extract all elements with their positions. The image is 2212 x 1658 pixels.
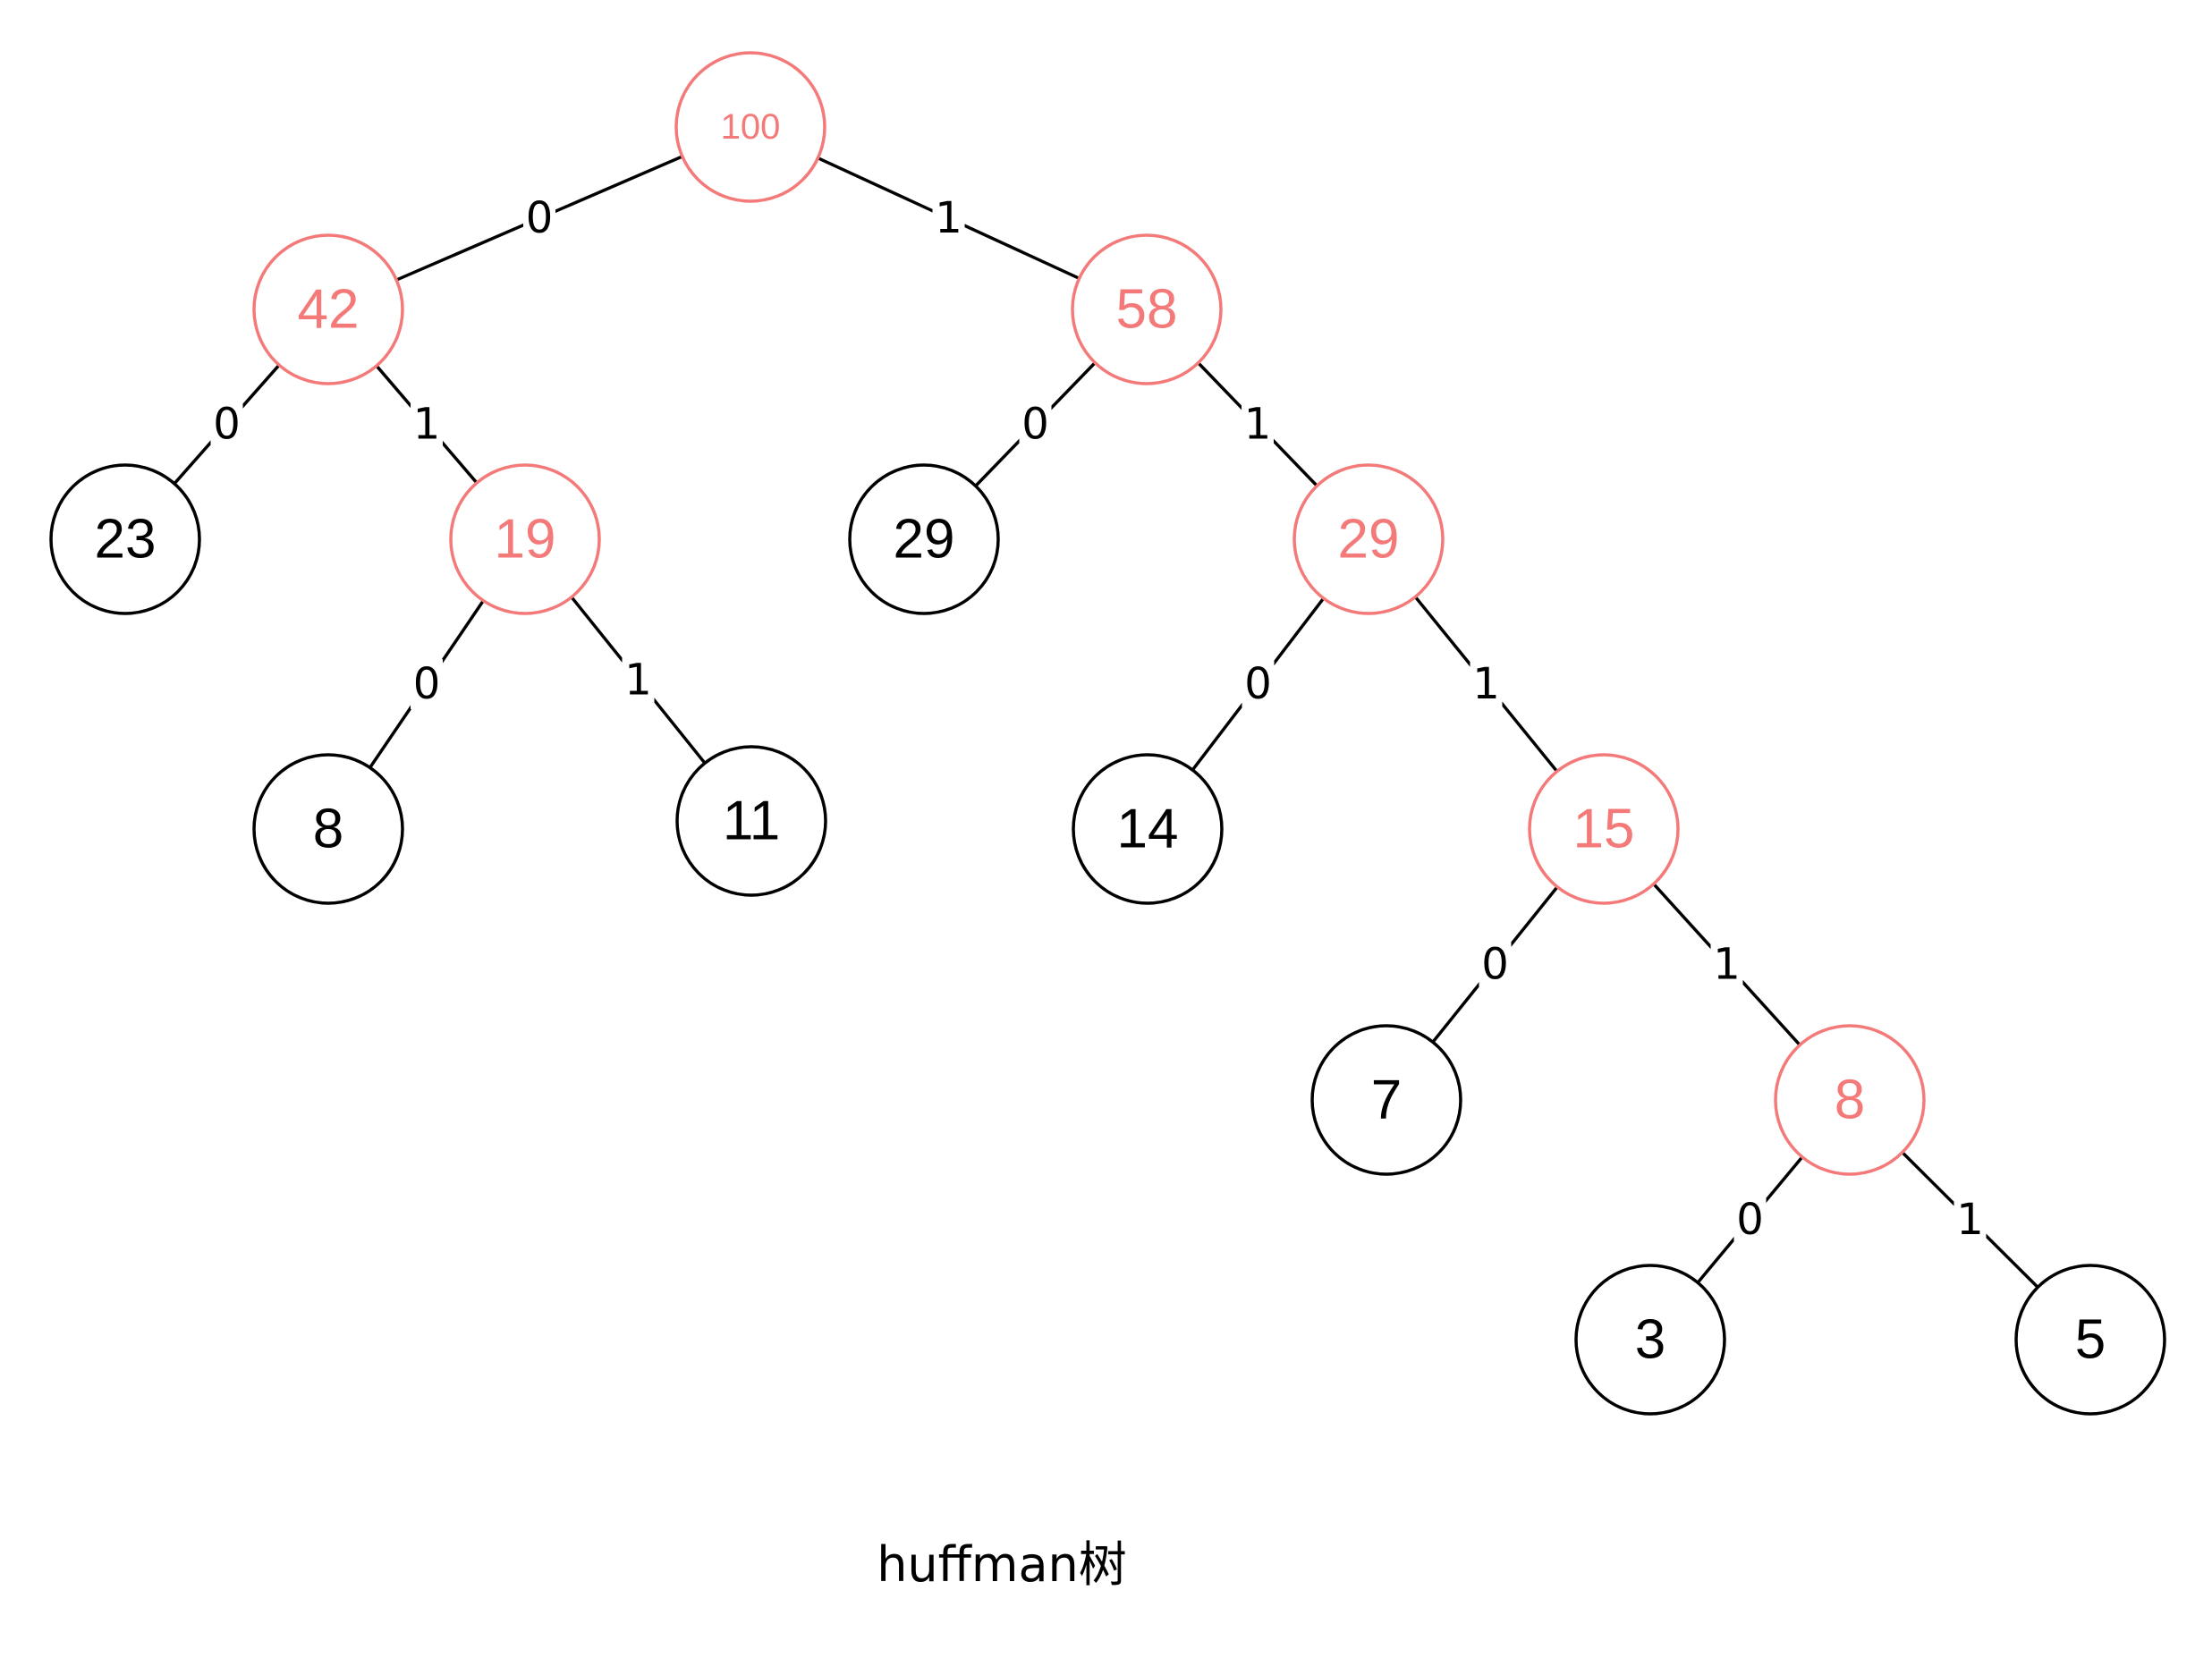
edge-layer: 0 1 0 1 0 1 0 1 0 1 0 1 0 1	[173, 155, 2039, 1289]
node-circle	[1292, 463, 1445, 615]
edge-label-background	[1954, 1195, 1987, 1245]
edge-label-n100-n42: 0	[526, 193, 554, 243]
edge-label-background	[932, 193, 965, 243]
internal-node-n42: 42	[252, 233, 404, 385]
node-label: 15	[1573, 799, 1635, 860]
node-circle	[675, 745, 827, 897]
edge-label-n29b-n15: 1	[1472, 659, 1500, 709]
edge-label-background	[210, 399, 243, 450]
internal-node-n8b: 8	[1774, 1024, 1926, 1176]
node-circle	[848, 463, 1000, 615]
node-circle	[449, 463, 601, 615]
internal-node-n15: 15	[1528, 753, 1680, 905]
edge-label-n19-n11: 1	[624, 656, 652, 706]
node-circle	[1071, 233, 1223, 385]
edge-label-background	[1470, 659, 1503, 709]
node-label: 7	[1371, 1070, 1402, 1131]
node-label: 8	[313, 799, 343, 860]
leaf-node-n7: 7	[1310, 1024, 1462, 1176]
node-label: 3	[1635, 1309, 1665, 1371]
leaf-node-n8a: 8	[252, 753, 404, 905]
node-circle	[1072, 753, 1224, 905]
node-label: 14	[1117, 799, 1179, 860]
leaf-node-n29a: 29	[848, 463, 1000, 615]
node-circle	[252, 753, 404, 905]
edge-label-background	[1479, 939, 1512, 990]
edge-label-background	[411, 399, 443, 450]
leaf-node-n5: 5	[2014, 1264, 2166, 1416]
node-label: 11	[723, 791, 780, 852]
leaf-node-n23: 23	[49, 463, 201, 615]
edge-label-background	[523, 193, 555, 243]
edge-label-n8b-n3: 0	[1736, 1195, 1764, 1245]
edge-label-n58-n29b: 1	[1244, 400, 1272, 450]
node-label: 8	[1835, 1070, 1865, 1131]
internal-node-n29b: 29	[1292, 463, 1445, 615]
node-label: 100	[721, 107, 781, 147]
edge-label-background	[1242, 399, 1274, 450]
edge-label-background	[1710, 939, 1743, 990]
edge-label-n100-n58: 1	[935, 193, 962, 243]
node-circle	[1574, 1264, 1726, 1416]
edge-label-n42-n23: 0	[213, 400, 241, 450]
node-label: 29	[894, 509, 955, 571]
edge-label-n8b-n5: 1	[1956, 1195, 1984, 1245]
leaf-node-n14: 14	[1072, 753, 1224, 905]
node-circle	[252, 233, 404, 385]
node-label: 58	[1116, 279, 1178, 341]
edge-label-n58-n29a: 0	[1021, 400, 1049, 450]
diagram-caption: huffman树	[877, 1536, 1127, 1593]
edge-label-n42-n19: 1	[413, 400, 441, 450]
internal-node-n58: 58	[1071, 233, 1223, 385]
node-circle	[1528, 753, 1680, 905]
edge-label-background	[411, 659, 443, 709]
edge-label-background	[1019, 399, 1052, 450]
node-label: 42	[298, 279, 360, 341]
edge-label-background	[622, 655, 655, 706]
leaf-node-n3: 3	[1574, 1264, 1726, 1416]
node-label: 5	[2075, 1309, 2106, 1371]
node-circle	[49, 463, 201, 615]
node-circle	[674, 51, 826, 203]
edge-label-background	[1242, 659, 1275, 709]
edge-label-n15-n7: 0	[1481, 940, 1509, 990]
node-circle	[2014, 1264, 2166, 1416]
leaf-node-n11: 11	[675, 745, 827, 897]
node-label: 23	[95, 509, 157, 571]
node-label: 29	[1338, 509, 1400, 571]
edge-label-n15-n8b: 1	[1713, 940, 1741, 990]
internal-node-n19: 19	[449, 463, 601, 615]
node-circle	[1774, 1024, 1926, 1176]
edge-label-n29b-n14: 0	[1244, 659, 1272, 709]
node-circle	[1310, 1024, 1462, 1176]
internal-node-n100: 100	[674, 51, 826, 203]
node-label: 19	[495, 509, 556, 571]
edge-label-n19-n8a: 0	[413, 659, 441, 709]
edge-label-background	[1733, 1195, 1767, 1245]
